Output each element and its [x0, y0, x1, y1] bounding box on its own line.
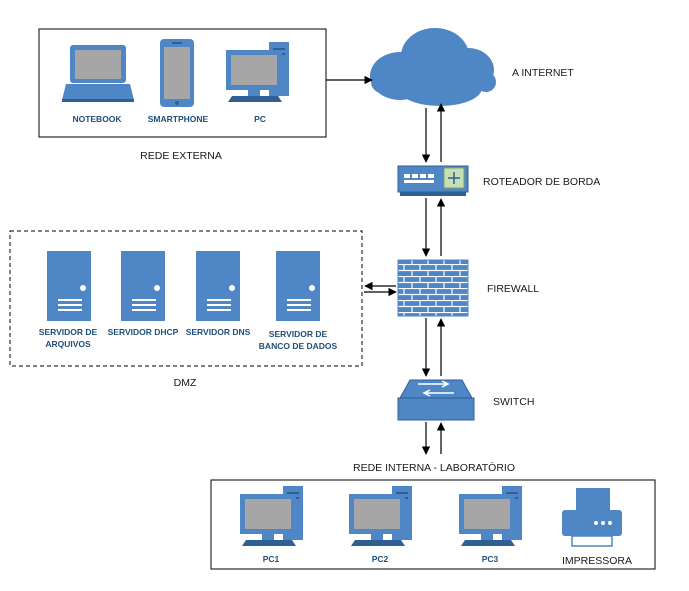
firewall-label: FIREWALL	[487, 283, 539, 295]
internet-cloud-icon	[370, 28, 496, 106]
pc1-icon	[240, 486, 303, 546]
dns-server-icon	[196, 251, 240, 321]
internet-label: A INTERNET	[512, 67, 574, 79]
firewall-icon	[397, 259, 469, 317]
pc2-icon	[349, 486, 412, 546]
internal-network-group: PC1 PC2 PC3 IMPRESSORA	[210, 479, 656, 570]
server-label-line2: BANCO DE DADOS	[259, 341, 338, 351]
pc-icon	[226, 42, 289, 102]
device-label-printer: IMPRESSORA	[562, 555, 632, 567]
server-label-line1: SERVIDOR DNS	[186, 327, 251, 337]
external-network-label: REDE EXTERNA	[140, 150, 222, 162]
printer-icon	[562, 488, 622, 547]
device-label-pc2: PC2	[372, 554, 389, 564]
device-label-pc1: PC1	[263, 554, 280, 564]
border-router-label: ROTEADOR DE BORDA	[483, 176, 600, 188]
notebook-icon	[62, 45, 134, 102]
server-label-line1: SERVIDOR DE	[269, 329, 328, 339]
pc3-icon	[459, 486, 522, 546]
device-label-pc: PC	[254, 114, 266, 124]
device-label-notebook: NOTEBOOK	[72, 114, 122, 124]
smartphone-icon	[160, 39, 194, 107]
server-label-line1: SERVIDOR DHCP	[108, 327, 179, 337]
dmz-box	[9, 230, 363, 367]
switch-label: SWITCH	[493, 396, 534, 408]
device-label-smartphone: SMARTPHONE	[148, 114, 209, 124]
file-server-icon	[47, 251, 91, 321]
dhcp-server-icon	[121, 251, 165, 321]
database-server-icon	[276, 251, 320, 321]
device-label-pc3: PC3	[482, 554, 499, 564]
dmz-group: SERVIDOR DE ARQUIVOS SERVIDOR DHCP SERVI…	[9, 230, 363, 389]
switch-icon	[397, 379, 475, 421]
external-network-group: NOTEBOOK SMARTPHONE PC REDE EXTERNA	[38, 28, 327, 162]
internal-network-box	[210, 479, 656, 570]
internal-network-label: REDE INTERNA - LABORATÓRIO	[353, 461, 515, 474]
server-label-line1: SERVIDOR DE	[39, 327, 98, 337]
server-label-line2: ARQUIVOS	[45, 339, 91, 349]
border-router-icon	[397, 165, 469, 196]
external-network-box	[38, 28, 327, 138]
dmz-label: DMZ	[174, 377, 197, 389]
